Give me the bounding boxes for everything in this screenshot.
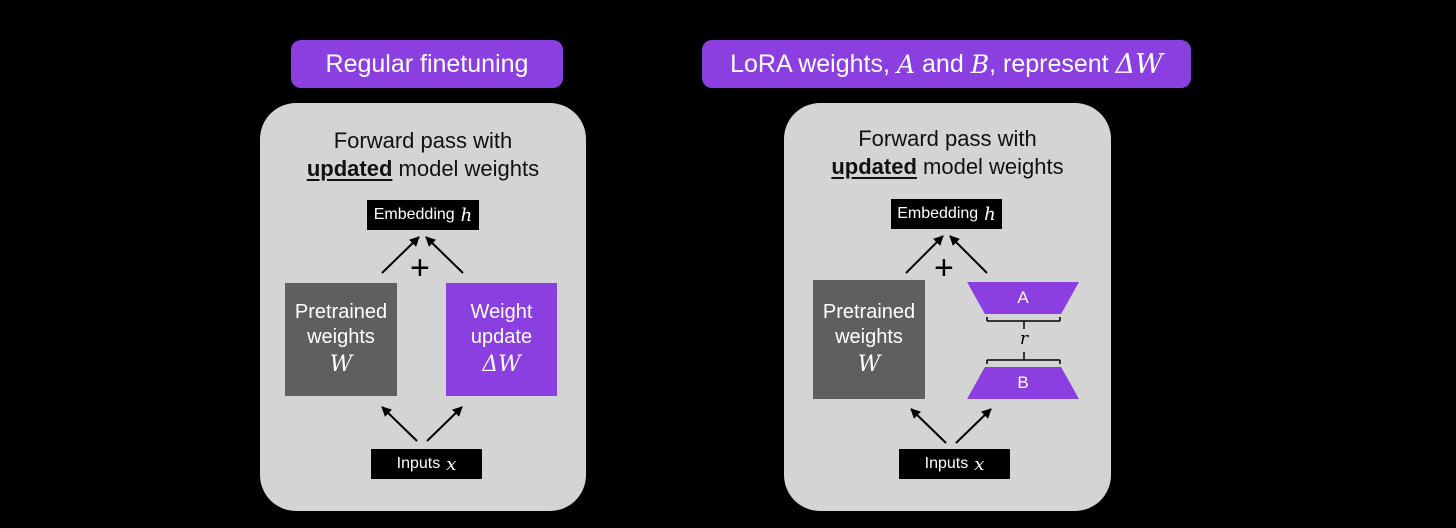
rank-label: r [1020,329,1029,349]
arrow-inputs-to-update [426,406,463,442]
matrix-b-label: B [1017,373,1029,392]
panel-title-line1: Forward pass with [858,126,1037,151]
embedding-block: Embedding h [367,200,479,230]
panel-title-line1: Forward pass with [333,128,513,153]
lora-matrix-b: B [967,367,1079,399]
panel-title-rest: model weights [398,156,540,181]
arrow-inputs-to-pretrained [910,408,947,444]
pretrained-line1: Pretrained [294,300,388,323]
pretrained-line2: weights [307,325,375,348]
regular-finetuning-header: Regular finetuning [291,40,563,88]
lora-header-b: B [970,49,990,79]
pretrained-weights-box: Pretrained weights W [813,280,925,399]
arrow-inputs-to-pretrained [381,406,418,442]
lora-panel: Forward pass with updated model weights … [784,103,1111,511]
arrow-update-to-embedding [425,236,464,274]
inputs-label: Inputs [396,455,441,472]
rank-bracket-bottom [986,359,1061,364]
inputs-symbol: x [446,453,457,475]
panel-title-bold: updated [831,154,917,179]
left-arrows [381,236,464,442]
update-symbol: ΔW [482,351,521,377]
lora-header-and: and [922,49,964,78]
arrow-pretrained-to-embedding [381,236,420,274]
update-line1: Weight [470,300,533,323]
embedding-symbol: h [460,204,473,226]
panel-title: Forward pass with updated model weights [260,127,586,183]
panel-title-bold: updated [306,156,393,181]
arrow-lora-to-embedding [949,235,988,274]
lora-header-pre: LoRA weights, [730,49,890,78]
embedding-label: Embedding [373,206,455,223]
embedding-label: Embedding [897,205,979,222]
arrow-inputs-to-lora [955,408,992,444]
pretrained-line2: weights [835,325,903,348]
panel-title-rest: model weights [923,154,1064,179]
matrix-a-label: A [1017,288,1029,307]
pretrained-symbol: W [329,351,353,377]
lora-header-symbol: ΔW [1115,48,1163,80]
lora-matrix-a: A [967,282,1079,314]
rank-bracket-top [986,317,1061,322]
update-line2: update [470,325,533,348]
inputs-block: Inputs x [899,449,1010,479]
plus-sign: + [410,249,430,287]
panel-title-line2: updated model weights [260,155,586,183]
lora-header-post: , represent [989,49,1109,78]
panel-title: Forward pass with updated model weights [784,125,1111,181]
lora-header: LoRA weights, A and B , represent ΔW [702,40,1191,88]
pretrained-symbol: W [857,351,881,377]
plus-sign: + [934,249,954,287]
regular-finetuning-header-text: Regular finetuning [325,49,529,78]
inputs-block: Inputs x [371,449,482,479]
embedding-symbol: h [984,203,996,225]
panel-title-line2: updated model weights [784,153,1111,181]
arrow-pretrained-to-embedding [905,235,944,274]
right-arrows [905,235,1061,444]
pretrained-weights-box: Pretrained weights W [285,283,397,396]
weight-update-box: Weight update ΔW [446,283,557,396]
inputs-symbol: x [974,453,985,475]
regular-finetuning-panel: Forward pass with updated model weights … [260,103,586,511]
embedding-block: Embedding h [891,199,1002,229]
pretrained-line1: Pretrained [822,300,916,323]
lora-header-a: A [896,49,916,79]
inputs-label: Inputs [924,455,969,472]
